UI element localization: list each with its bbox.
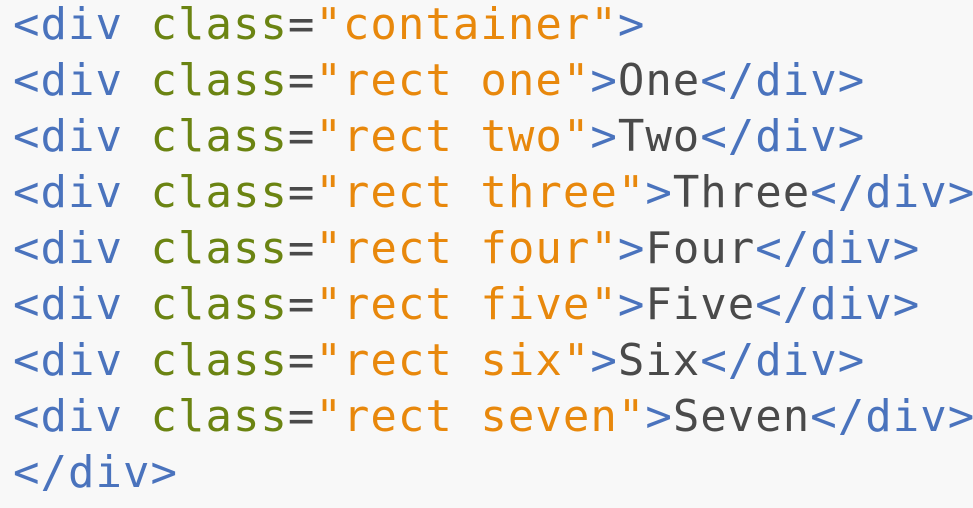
attribute-name: class: [150, 279, 288, 330]
equals-sign: =: [287, 279, 316, 330]
element-text: Four: [645, 223, 756, 274]
tag-close-bracket: >: [617, 0, 646, 50]
code-line-rect-five: <div class="rect five">Five</div>: [13, 277, 920, 333]
attribute-value: "rect one": [315, 55, 591, 106]
code-line-rect-three: <div class="rect three">Three</div>: [13, 165, 973, 221]
equals-sign: =: [287, 391, 316, 442]
element-text: Three: [672, 167, 811, 218]
code-line-container-open: <div class="container">: [13, 0, 645, 53]
tag-end: </div>: [700, 55, 866, 106]
element-text: Two: [617, 111, 701, 162]
tag-open: <div: [13, 111, 123, 162]
element-text: Seven: [672, 391, 811, 442]
code-line-rect-six: <div class="rect six">Six</div>: [13, 333, 865, 389]
tag-end: </div>: [755, 223, 921, 274]
attribute-value: "rect three": [315, 167, 646, 218]
equals-sign: =: [287, 223, 316, 274]
equals-sign: =: [287, 167, 316, 218]
attribute-value: "rect seven": [315, 391, 646, 442]
attribute-value: "rect five": [315, 279, 618, 330]
tag-end: </div>: [13, 447, 178, 498]
attribute-name: class: [150, 111, 288, 162]
tag-close-bracket: >: [590, 335, 618, 386]
tag-open: <div: [13, 223, 123, 274]
code-line-container-close: </div>: [13, 445, 178, 501]
tag-open: <div: [13, 55, 123, 106]
code-line-rect-two: <div class="rect two">Two</div>: [13, 109, 865, 165]
equals-sign: =: [287, 335, 316, 386]
attribute-value: "container": [315, 0, 618, 50]
tag-end: </div>: [755, 279, 921, 330]
attribute-value: "rect two": [315, 111, 591, 162]
attribute-name: class: [150, 335, 288, 386]
attribute-name: class: [150, 0, 288, 50]
tag-close-bracket: >: [645, 167, 673, 218]
tag-open: <div: [13, 167, 123, 218]
attribute-value: "rect six": [315, 335, 591, 386]
attribute-name: class: [150, 167, 288, 218]
tag-end: </div>: [810, 167, 973, 218]
tag-close-bracket: >: [645, 391, 673, 442]
element-text: One: [617, 55, 701, 106]
equals-sign: =: [287, 0, 316, 50]
tag-close-bracket: >: [590, 55, 618, 106]
tag-end: </div>: [700, 111, 866, 162]
tag-close-bracket: >: [617, 279, 646, 330]
attribute-name: class: [150, 223, 288, 274]
tag-open: <div: [13, 335, 123, 386]
attribute-name: class: [150, 55, 288, 106]
tag-end: </div>: [700, 335, 866, 386]
equals-sign: =: [287, 55, 316, 106]
tag-open: <div: [13, 0, 123, 50]
tag-end: </div>: [810, 391, 973, 442]
element-text: Six: [617, 335, 701, 386]
code-line-rect-four: <div class="rect four">Four</div>: [13, 221, 920, 277]
attribute-value: "rect four": [315, 223, 618, 274]
code-line-rect-one: <div class="rect one">One</div>: [13, 53, 865, 109]
equals-sign: =: [287, 111, 316, 162]
element-text: Five: [645, 279, 756, 330]
tag-close-bracket: >: [617, 223, 646, 274]
code-line-rect-seven: <div class="rect seven">Seven</div>: [13, 389, 973, 445]
attribute-name: class: [150, 391, 288, 442]
tag-close-bracket: >: [590, 111, 618, 162]
tag-open: <div: [13, 391, 123, 442]
tag-open: <div: [13, 279, 123, 330]
